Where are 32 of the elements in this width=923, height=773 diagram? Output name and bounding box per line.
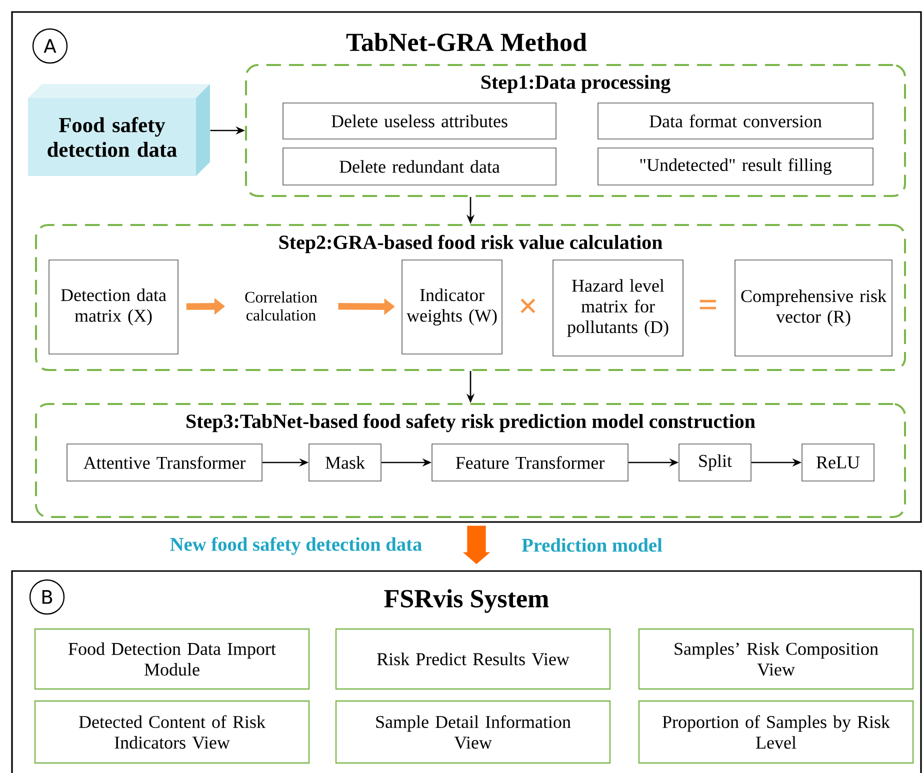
view-box: Risk Predict Results View <box>335 628 611 690</box>
step-title: Step3:TabNet-based food safety risk prediction model construction <box>186 414 756 432</box>
panel-title: FSRvis System <box>384 589 549 613</box>
process-box: Delete redundant data <box>282 148 556 186</box>
flow-label: New food safety detection data <box>170 537 422 555</box>
process-box: Indicator weights (W) <box>402 260 502 354</box>
process-box: Mask <box>308 444 382 482</box>
process-box: "Undetected" result filling <box>598 148 874 186</box>
operator-sign: = <box>700 300 716 310</box>
view-box: Detected Content of Risk Indicators View <box>34 700 310 764</box>
process-box: Delete useless attributes <box>282 102 556 140</box>
process-box: Attentive Transformer <box>66 444 262 482</box>
step-label: Correlation calculation <box>245 291 318 321</box>
step-title: Step2:GRA-based food risk value calculation <box>279 234 662 254</box>
view-box: Samples’ Risk Composition View <box>638 628 914 690</box>
view-box: Food Detection Data Import Module <box>34 628 310 690</box>
step-title: Step1:Data processing <box>481 74 670 94</box>
process-box: Data format conversion <box>598 102 874 140</box>
view-box: Sample Detail Information View <box>335 700 611 764</box>
process-box: Hazard level matrix for pollutants (D) <box>552 260 684 356</box>
process-box: ReLU <box>802 444 874 482</box>
process-box: Comprehensive risk vector (R) <box>734 260 892 356</box>
panel-title: TabNet-GRA Method <box>346 32 587 52</box>
process-box: Split <box>678 444 752 482</box>
flow-label: Prediction model <box>522 538 662 552</box>
operator-sign: × <box>520 298 536 314</box>
process-box: Detection data matrix (X) <box>48 260 178 354</box>
view-box: Proportion of Samples by Risk Level <box>638 700 914 764</box>
circle-label: A <box>32 28 68 64</box>
process-box: Feature Transformer <box>432 444 628 482</box>
cuboid-box: Food safety detection data <box>28 84 210 176</box>
circle-label: B <box>29 579 65 615</box>
